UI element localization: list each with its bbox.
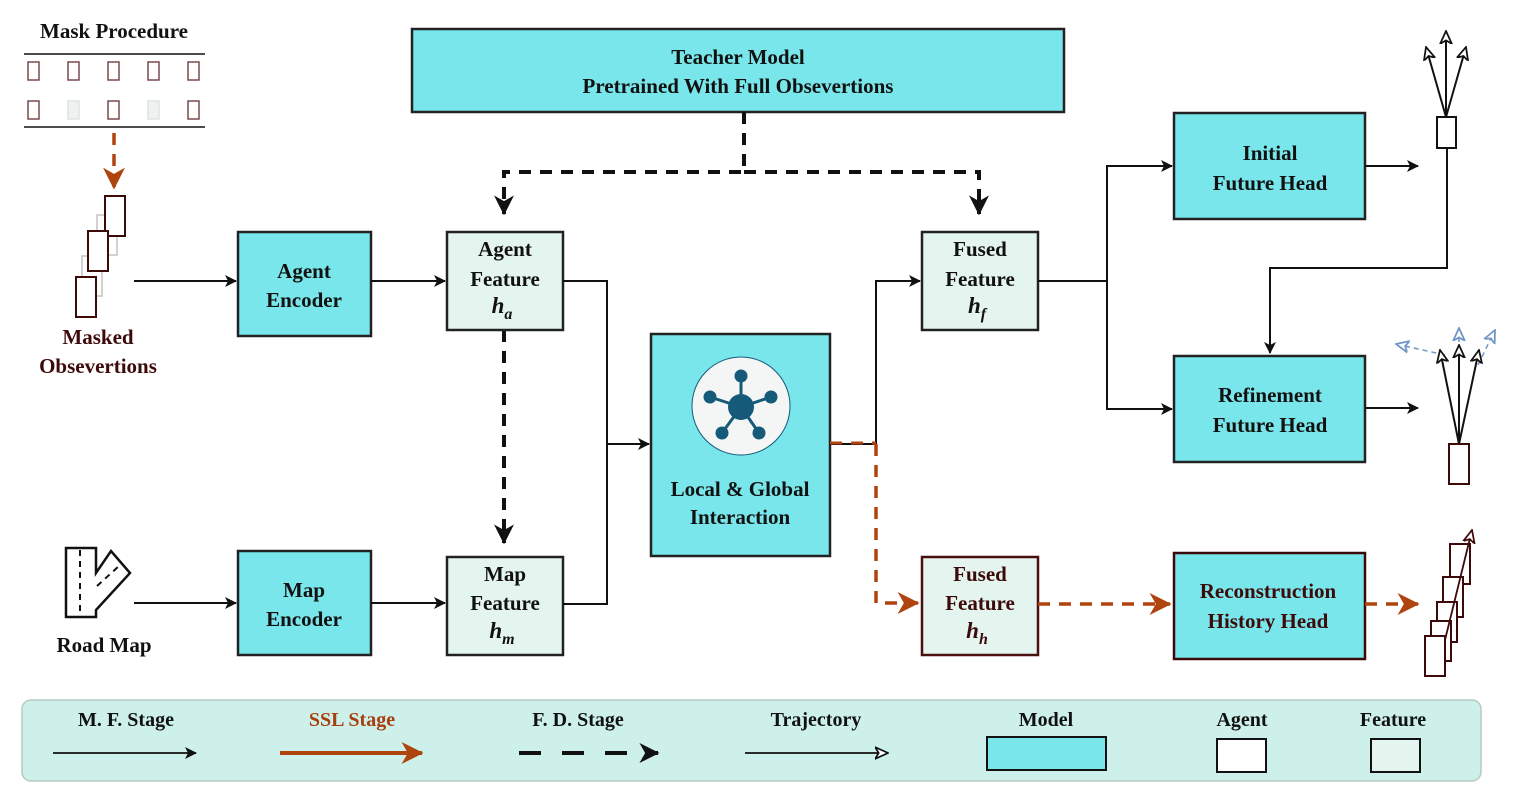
visible-timestep (187, 61, 200, 81)
fused-feature-symbol: hf (968, 293, 988, 323)
visible-timestep (147, 61, 160, 81)
reconstruction-head-label-2: History Head (1208, 609, 1329, 633)
masked-observations-icon (75, 195, 126, 318)
reconstruction-history-head-box (1172, 551, 1367, 661)
arrow-to-refinement-head (1106, 281, 1173, 415)
arrow-to-initial-head (1038, 160, 1173, 282)
reconstructed-history-icon (1424, 530, 1472, 677)
refinement-head-label-2: Future Head (1213, 413, 1328, 437)
visible-timestep (67, 61, 80, 81)
legend-ssl-label: SSL Stage (309, 709, 395, 731)
legend-feature-label: Feature (1360, 709, 1426, 731)
legend-trajectory-label: Trajectory (771, 709, 862, 731)
arrow-interaction-to-fused-feature (830, 275, 921, 445)
map-encoder-label-1: Map (283, 578, 325, 602)
legend-agent-label: Agent (1216, 709, 1267, 731)
visible-timestep (107, 61, 120, 81)
agent-encoder-label-1: Agent (277, 259, 331, 283)
distill-arrow-fused-feature (744, 170, 989, 216)
fused-history-label-1: Fused (953, 562, 1007, 586)
road-map-label: Road Map (56, 633, 151, 657)
agent-encoder-label-2: Encoder (266, 288, 342, 312)
visible-timestep (107, 100, 120, 120)
visible-timestep (27, 100, 40, 120)
interaction-label-2: Interaction (690, 505, 791, 529)
map-feature-label-2: Feature (470, 591, 540, 615)
mask-procedure-title: Mask Procedure (40, 19, 188, 43)
visible-timestep (187, 100, 200, 120)
interaction-label-1: Local & Global (671, 477, 810, 501)
masked-observations-label-2: Obsevertions (39, 354, 157, 378)
initial-trajectory-icon (1426, 31, 1466, 149)
agent-feature-symbol: ha (492, 293, 513, 323)
fused-history-feature-box (920, 555, 1040, 657)
legend-model-label: Model (1019, 709, 1074, 731)
legend-feature-swatch (1370, 738, 1421, 773)
fused-feature-label-2: Feature (945, 267, 1015, 291)
masked-timestep (147, 100, 160, 120)
agent-feature-label-2: Feature (470, 267, 540, 291)
mask-grid (27, 61, 200, 120)
teacher-model-box (410, 27, 1066, 114)
fused-feature-label-1: Fused (953, 237, 1007, 261)
legend-agent-swatch (1216, 738, 1267, 773)
initial-head-label-1: Initial (1243, 141, 1298, 165)
refined-trajectory-icon (1396, 328, 1495, 485)
refinement-future-head-box (1172, 354, 1367, 464)
visible-timestep (27, 61, 40, 81)
map-feature-label-1: Map (484, 562, 526, 586)
fused-history-symbol: hh (966, 618, 988, 648)
road-map-icon (64, 546, 132, 619)
fused-history-label-2: Feature (945, 591, 1015, 615)
refinement-head-label-1: Refinement (1218, 383, 1322, 407)
masked-timestep (67, 100, 80, 120)
agent-feature-label-1: Agent (478, 237, 532, 261)
mask-procedure: Mask Procedure (24, 19, 205, 190)
network-hub-icon (691, 356, 791, 456)
legend-mf-label: M. F. Stage (78, 709, 174, 731)
masked-observations-label-1: Masked (62, 325, 133, 349)
agent-encoder-box (236, 230, 373, 338)
map-feature-symbol: hm (489, 618, 514, 648)
teacher-model-subtitle: Pretrained With Full Obsevertions (583, 74, 894, 98)
ssl-arrow-to-fused-history (874, 444, 920, 614)
map-feature-box (445, 555, 565, 657)
merge-connector (563, 280, 608, 605)
legend-model-swatch (986, 736, 1107, 771)
agent-feature-box (445, 230, 565, 332)
legend-fd-label: F. D. Stage (532, 709, 624, 731)
initial-head-label-2: Future Head (1213, 171, 1328, 195)
arrow-initial-to-refinement (1264, 148, 1448, 354)
legend: M. F. Stage SSL Stage F. D. Stage Trajec… (21, 699, 1482, 782)
legend-background (21, 699, 1482, 782)
teacher-model-title: Teacher Model (671, 45, 805, 69)
map-encoder-label-2: Encoder (266, 607, 342, 631)
initial-future-head-box (1172, 111, 1367, 221)
reconstruction-head-label-1: Reconstruction (1200, 579, 1337, 603)
distill-arrow-agent-feature (494, 112, 746, 216)
map-encoder-box (236, 549, 373, 657)
